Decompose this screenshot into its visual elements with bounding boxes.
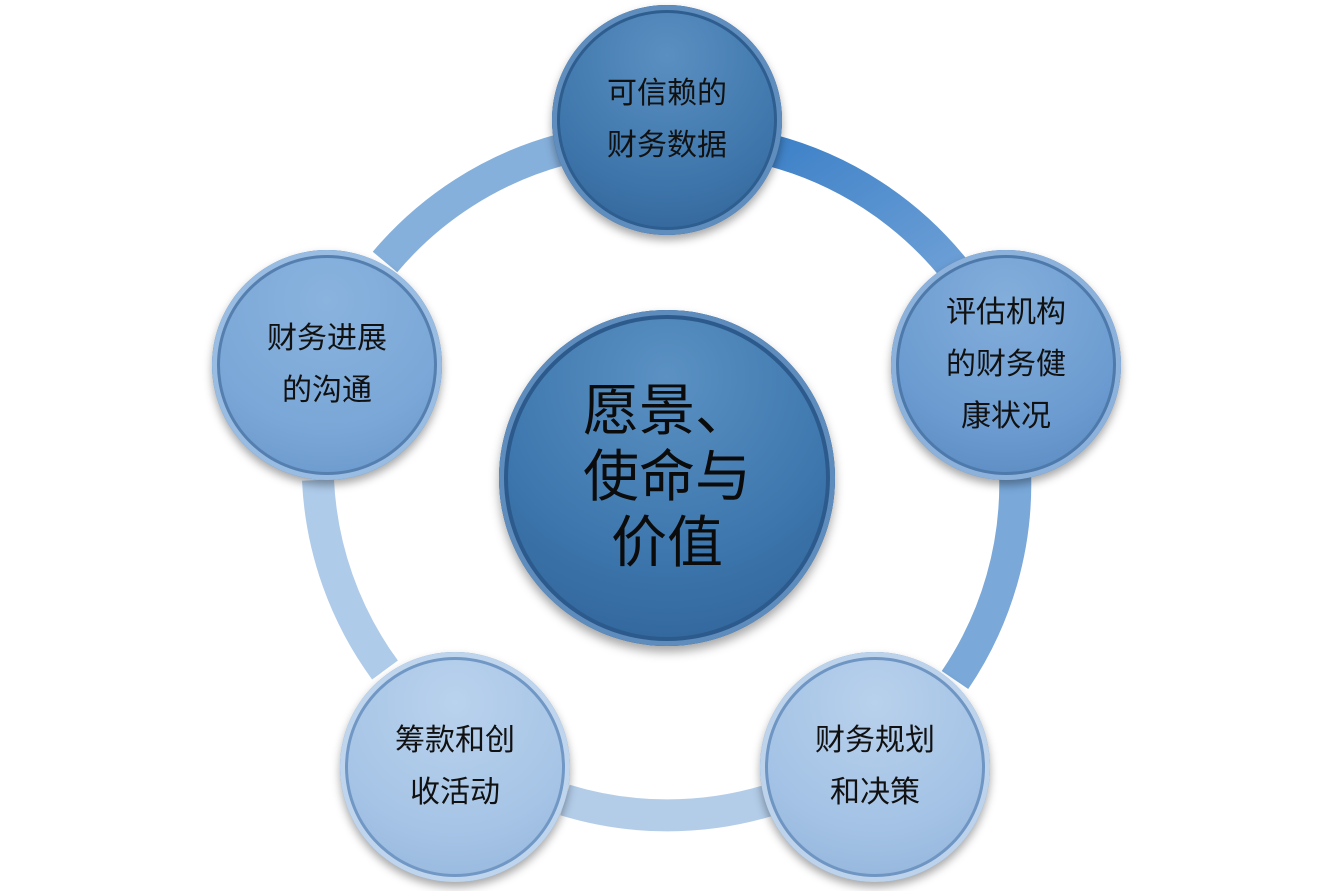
ring-arc-right xyxy=(941,469,1032,689)
node-label: 可信赖的 财务数据 xyxy=(607,76,727,163)
node-label: 财务进展 的沟通 xyxy=(267,321,387,408)
node-label: 评估机构 的财务健 康状况 xyxy=(946,295,1066,434)
node-trusted-financial-data: 可信赖的 财务数据 xyxy=(552,5,782,235)
center-label: 愿景、 使命与 价值 xyxy=(583,379,751,576)
center-node-vision-mission-values: 愿景、 使命与 价值 xyxy=(499,310,835,646)
node-financial-communication: 财务进展 的沟通 xyxy=(212,250,442,480)
ring-arc-bottom xyxy=(560,784,775,832)
node-financial-planning: 财务规划 和决策 xyxy=(760,652,990,882)
node-label: 筹款和创 收活动 xyxy=(395,723,515,810)
node-assess-financial-health: 评估机构 的财务健 康状况 xyxy=(891,250,1121,480)
node-fundraising: 筹款和创 收活动 xyxy=(340,652,570,882)
ring-arc-left xyxy=(302,479,398,680)
ring-arc-top-left xyxy=(372,134,565,273)
node-label: 财务规划 和决策 xyxy=(815,723,935,810)
ring-arc-top-right xyxy=(765,134,968,281)
